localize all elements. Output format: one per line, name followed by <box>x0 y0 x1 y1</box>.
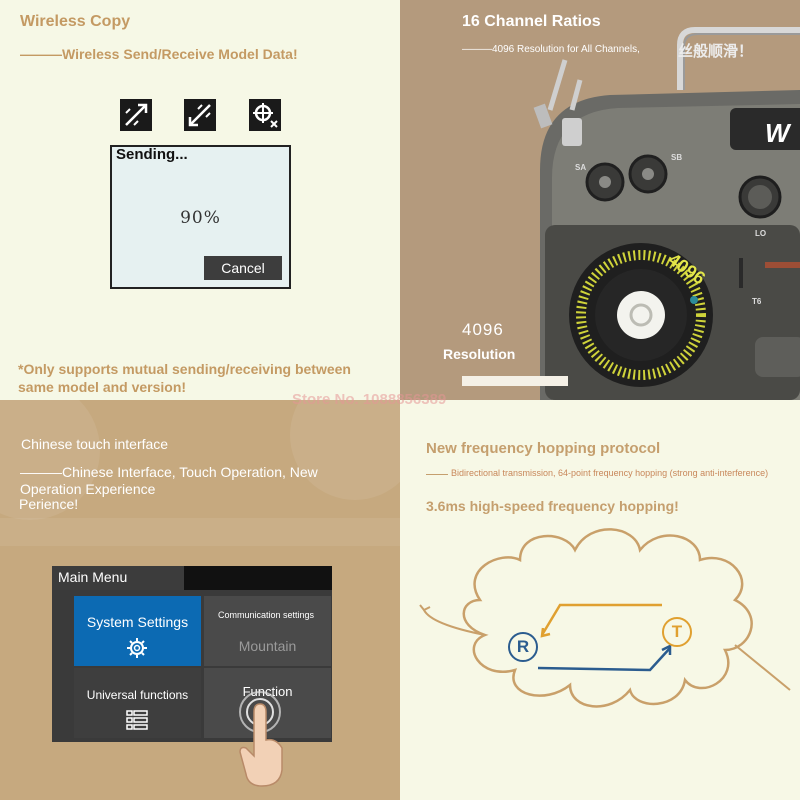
store-watermark: Store No. 1088856389 <box>292 391 447 408</box>
main-menu-header <box>52 566 184 590</box>
signal-cloud <box>462 528 753 708</box>
switch-sa-label: SA <box>575 163 587 172</box>
wireless-copy-subtitle: ———Wireless Send/Receive Model Data! <box>20 46 298 62</box>
transmitter-badge: T <box>662 617 692 647</box>
tile-universal-functions[interactable] <box>74 668 201 738</box>
wireless-copy-panel: Wireless Copy ———Wireless Send/Receive M… <box>0 0 400 400</box>
wireless-copy-title: Wireless Copy <box>20 13 131 30</box>
system-settings-label: System Settings <box>86 614 189 630</box>
function-label: Function <box>242 684 293 699</box>
touch-hand-icon <box>239 691 283 787</box>
radio-illustration: 4096 <box>533 27 800 400</box>
touch-interface-subtitle-cont: Perience! <box>19 496 79 512</box>
touch-interface-title: Chinese touch interface <box>21 436 169 452</box>
trim-t6-label: T6 <box>752 297 762 306</box>
cancel-button[interactable]: Cancel <box>204 256 282 280</box>
main-menu-title: Main Menu <box>58 569 128 585</box>
brand-plate <box>730 108 800 150</box>
channel-ratios-subtitle: ———4096 Resolution for All Channels, <box>462 44 640 55</box>
channel-ratios-panel: 4096 W SA SB LO T6 16 Channel Ratios ———… <box>400 0 800 400</box>
stick-cap <box>617 291 665 339</box>
brand-logo: W <box>765 118 790 148</box>
communication-sub-label: Mountain <box>238 638 297 654</box>
progress-percent: 90% <box>180 208 221 228</box>
hopping-diagram <box>419 528 791 708</box>
antenna-handle <box>677 27 800 90</box>
list-icon <box>126 710 148 730</box>
frequency-hopping-subtitle: Bidirectional transmission, 64-point fre… <box>451 468 769 478</box>
compatibility-note: *Only supports mutual sending/receiving … <box>18 361 351 395</box>
resolution-number: 4096 <box>462 320 504 339</box>
touch-interface-panel: Chinese touch interface ———Chinese Inter… <box>0 400 400 800</box>
subtitle-dash <box>426 474 448 475</box>
communication-settings-label: Communication settings <box>217 610 314 620</box>
switch-lever <box>547 59 568 111</box>
copy-icon[interactable] <box>249 99 281 131</box>
switch-sb-label: SB <box>671 153 683 162</box>
tile-communication-settings[interactable] <box>204 596 331 666</box>
hopping-speed-tagline: 3.6ms high-speed frequency hopping! <box>426 498 679 514</box>
dialog-title: Sending... <box>116 146 188 163</box>
smooth-tagline: 丝般顺滑！ <box>678 43 754 60</box>
t-to-r-arrow <box>540 603 662 636</box>
resolution-label: Resolution <box>443 346 516 362</box>
resolution-ticks <box>576 250 706 380</box>
frequency-hopping-title: New frequency hopping protocol <box>426 440 661 457</box>
r-to-t-arrow <box>537 647 671 672</box>
resolution-bar <box>462 376 568 386</box>
frequency-hopping-panel: New frequency hopping protocol Bidirecti… <box>400 400 800 800</box>
knob-lo-label: LO <box>755 229 767 238</box>
tile-function[interactable] <box>204 668 331 738</box>
channel-ratios-title: 16 Channel Ratios <box>462 13 601 30</box>
send-icon[interactable] <box>120 99 152 131</box>
receive-icon[interactable] <box>184 99 216 131</box>
universal-functions-label: Universal functions <box>86 688 189 702</box>
receiver-badge: R <box>508 632 538 662</box>
gear-icon <box>127 638 147 658</box>
touch-interface-subtitle: ———Chinese Interface, Touch Operation, N… <box>20 464 318 497</box>
